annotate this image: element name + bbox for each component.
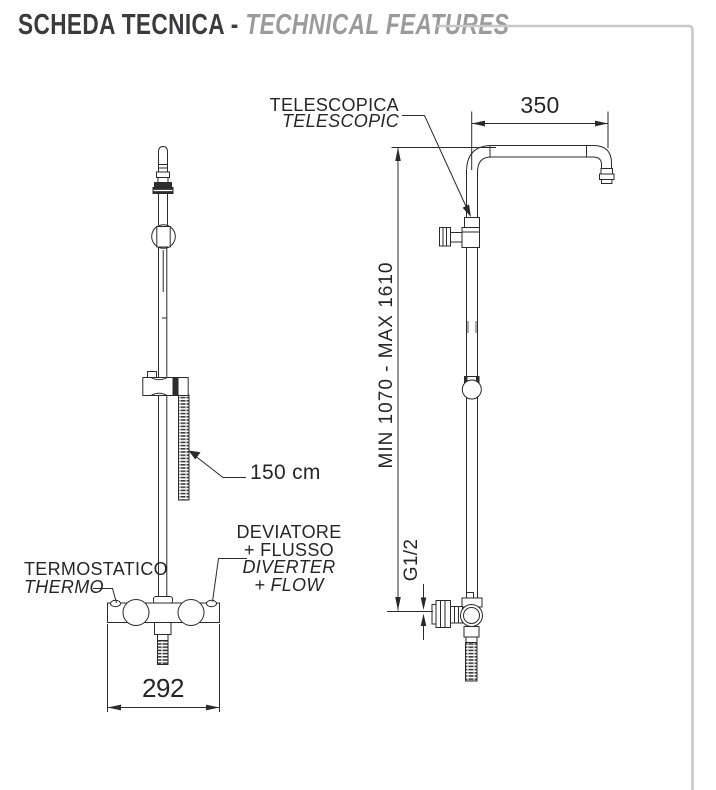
label-thermostatic: TERMOSTATICO THERMO	[24, 560, 168, 596]
label-diverter-english-2: + FLOW	[254, 574, 324, 595]
page-title-italian: SCHEDA TECNICA -	[18, 9, 246, 41]
left-view-dimensions	[93, 450, 247, 712]
dimension-column-height: MIN 1070 - MAX 1610	[376, 261, 398, 469]
left-view	[107, 145, 220, 665]
label-thermostatic-english: THERMO	[24, 577, 104, 597]
right-view	[431, 145, 615, 682]
label-diverter-italian-1: DEVIATORE	[236, 522, 342, 542]
right-view-dimensions	[387, 111, 609, 640]
label-telescopic: TELESCOPICA TELESCOPIC	[269, 95, 399, 131]
label-hose-length: 150 cm	[250, 461, 321, 484]
label-thermostatic-italian: TERMOSTATICO	[24, 559, 168, 579]
dimension-thread-size: G1/2	[401, 538, 423, 582]
label-diverter: DEVIATORE + FLUSSO DIVERTER + FLOW	[236, 522, 342, 595]
label-telescopic-english: TELESCOPIC	[281, 110, 399, 131]
label-telescopic-italian: TELESCOPICA	[269, 95, 399, 115]
label-diverter-italian-2: + FLUSSO	[244, 539, 334, 560]
dimension-mixer-width: 292	[142, 673, 184, 703]
dimension-arm-length: 350	[520, 92, 560, 118]
label-diverter-english-1: DIVERTER	[242, 557, 336, 578]
frame-border	[437, 24, 694, 790]
